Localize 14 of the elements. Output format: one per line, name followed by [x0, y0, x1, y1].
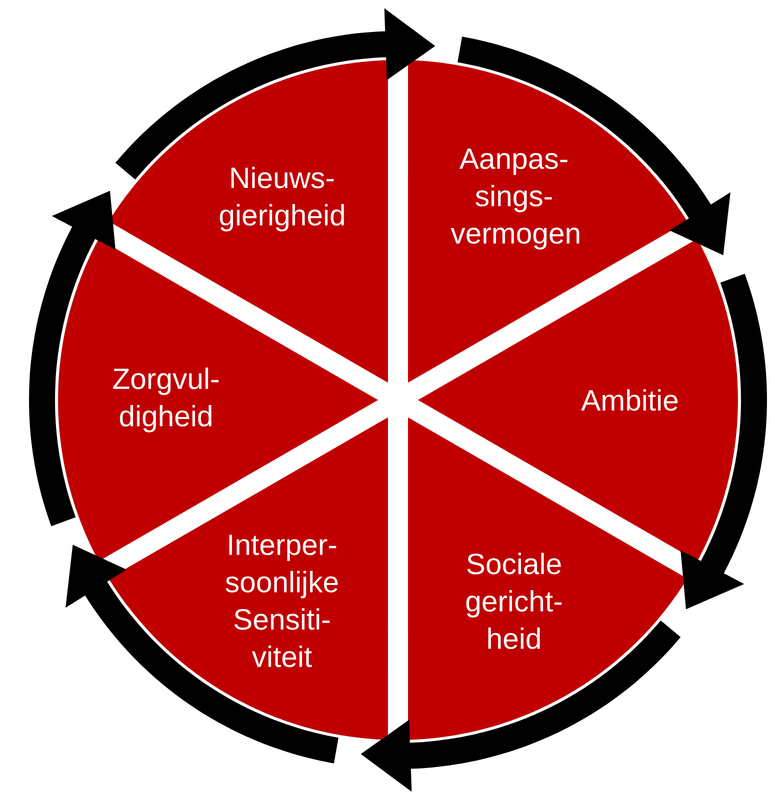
sector-label: Ambitie: [581, 389, 678, 411]
circular-arrow: [680, 274, 767, 610]
circular-arrow: [29, 190, 116, 526]
circular-arrow: [458, 36, 730, 256]
sector-label: Aanpas- sings- vermogen: [450, 148, 580, 250]
circular-arrow: [66, 544, 338, 764]
sector-label: Interper- soonlijke Sensiti- viteit: [226, 534, 338, 668]
sector-label: Sociale gericht- heid: [466, 552, 562, 650]
pie-sector: [408, 60, 688, 383]
circular-arrow: [115, 8, 436, 180]
sector-label: Zorgvul- digheid: [113, 368, 218, 432]
sector-label: Nieuws- gierigheid: [220, 166, 344, 232]
pie-sector: [58, 238, 378, 562]
circular-arrow: [360, 620, 681, 792]
